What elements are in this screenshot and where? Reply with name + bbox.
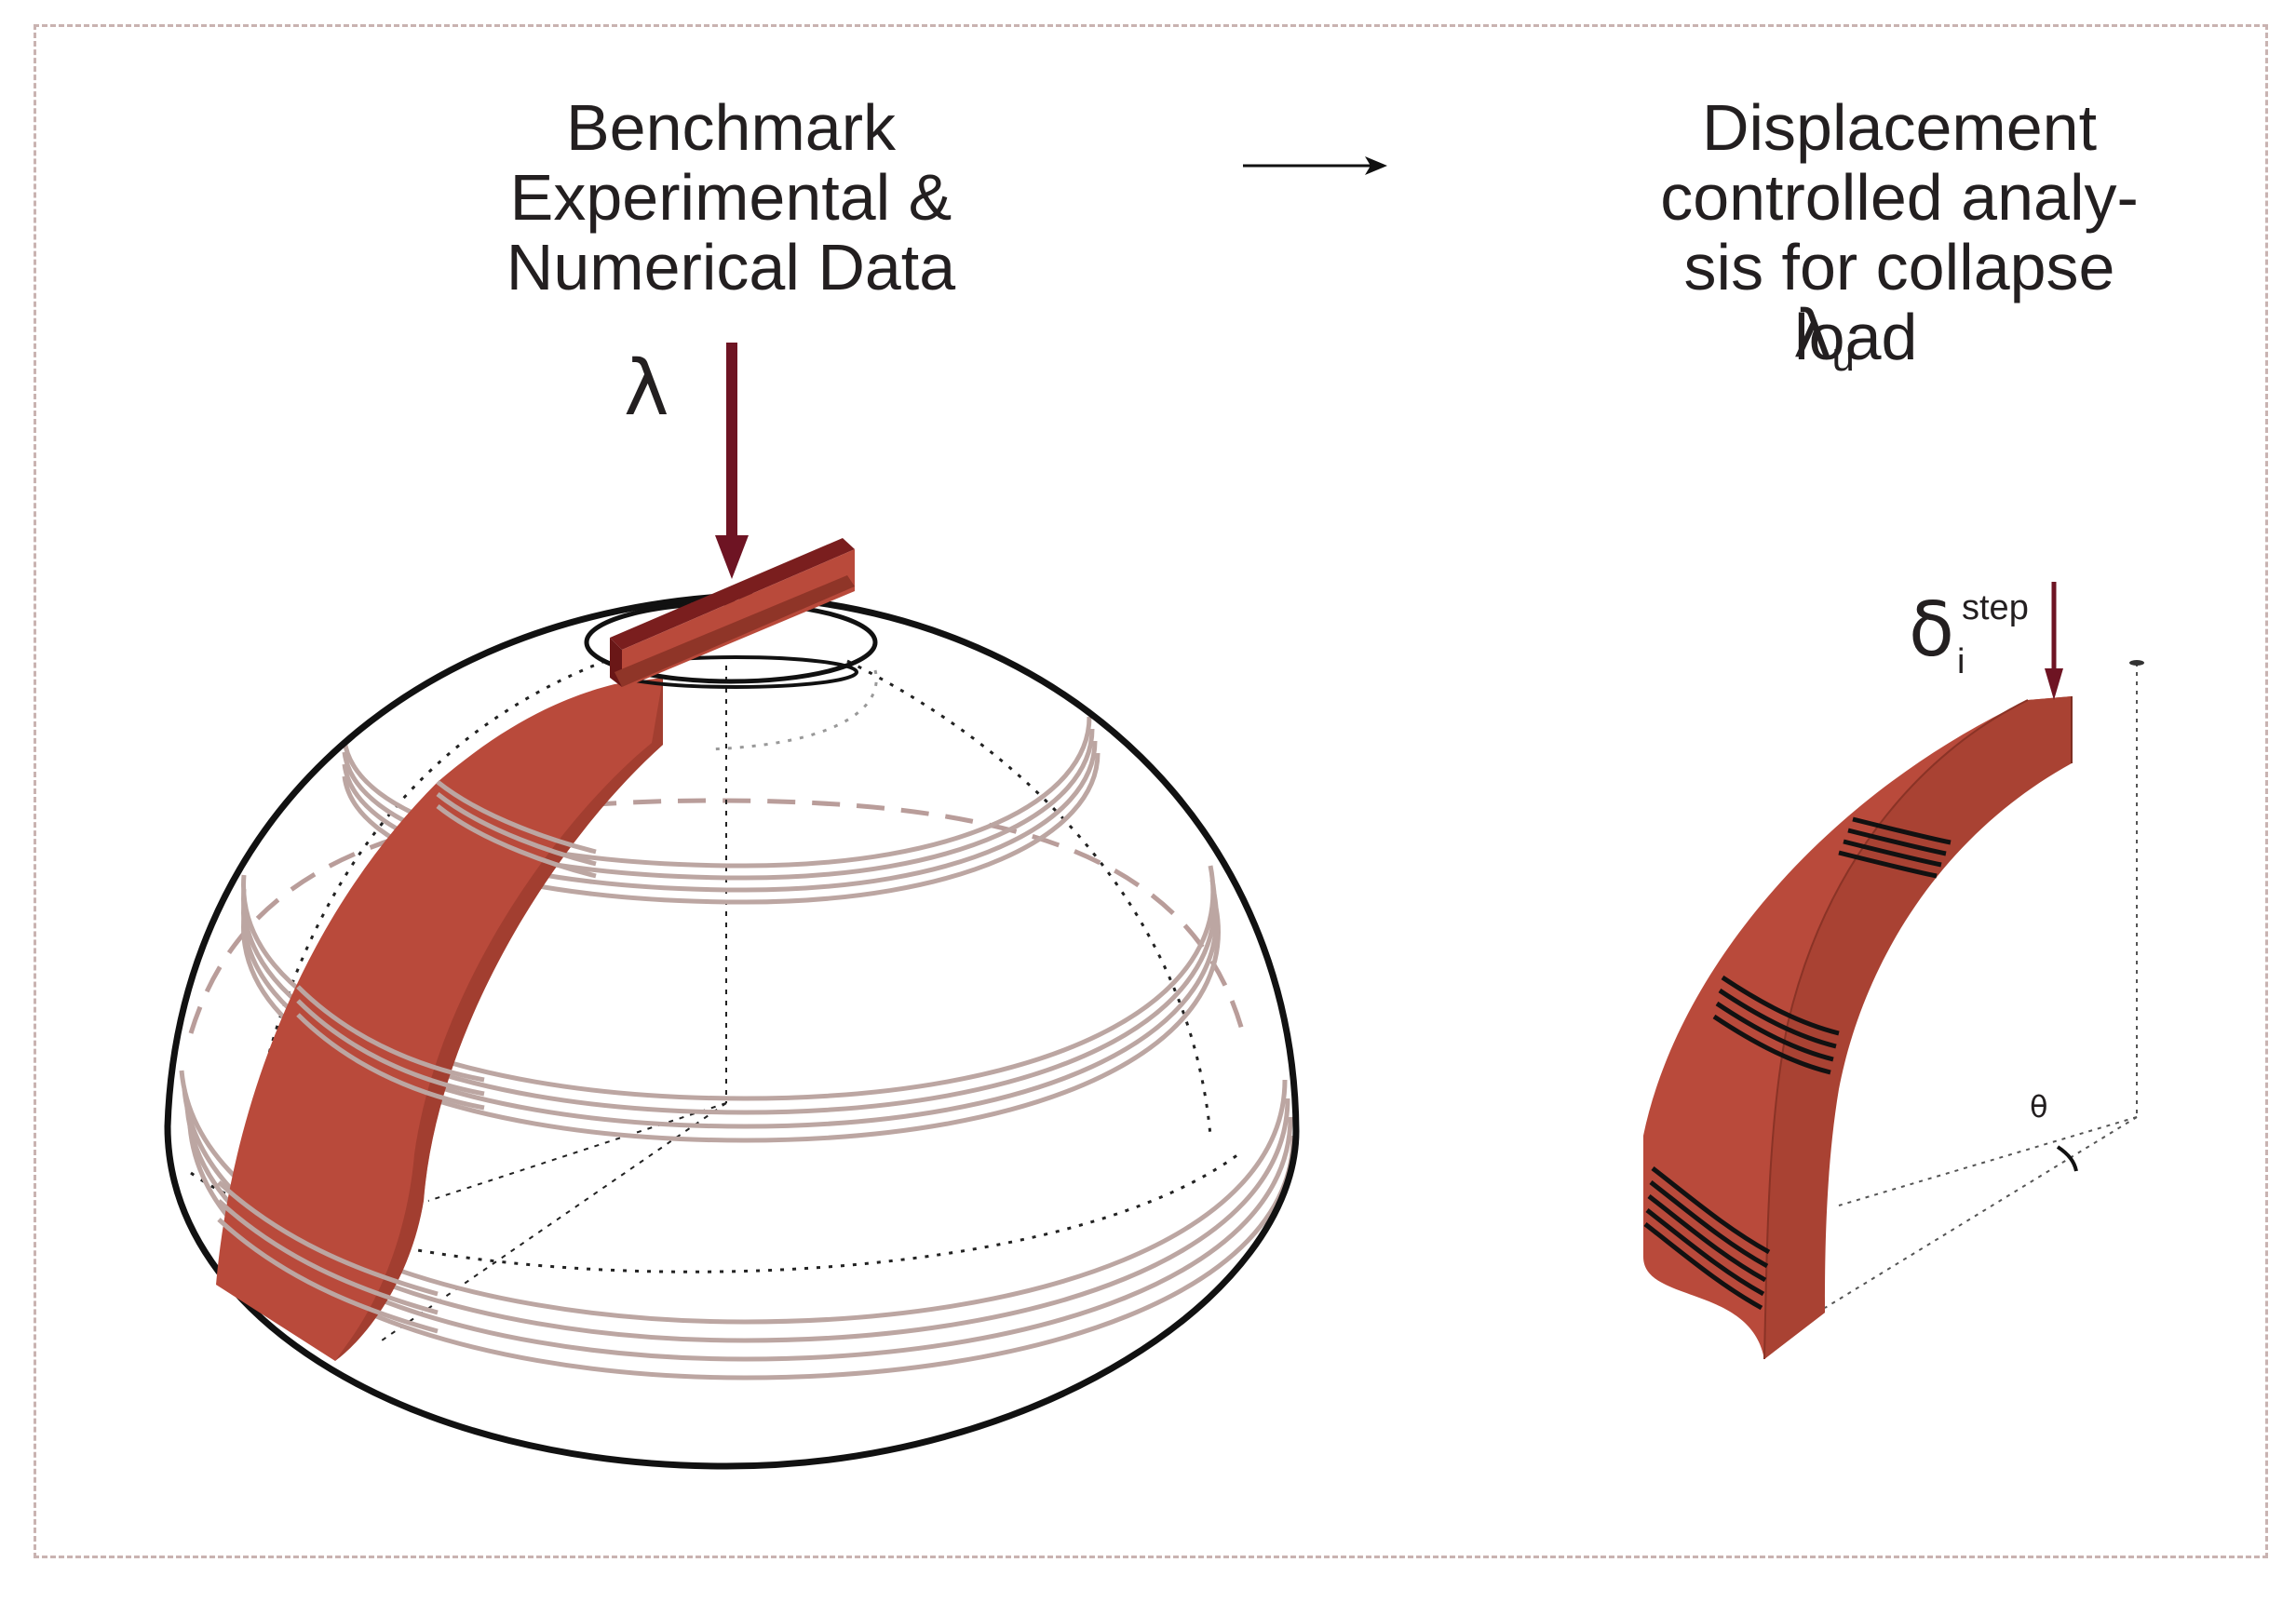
rib-bands-middle bbox=[1712, 975, 1840, 1075]
angle-arc bbox=[2056, 1145, 2078, 1172]
analysis-label-line-4-text: load bbox=[1794, 301, 1936, 373]
analysis-label-line-3: sis for collapse bbox=[1683, 231, 2115, 303]
displacement-arrow bbox=[2045, 582, 2063, 700]
load-arrow bbox=[715, 343, 749, 579]
process-arrow bbox=[1243, 156, 1387, 175]
rib-bands-top bbox=[1838, 816, 1952, 879]
analysis-label-line-2: controlled analy- bbox=[1660, 161, 2139, 234]
analysis-label-line-1: Displacement bbox=[1701, 91, 2098, 164]
displacement-delta-symbol: δ bbox=[1909, 586, 1954, 673]
i-beam bbox=[610, 538, 855, 689]
dome-meridian-left bbox=[236, 659, 606, 1220]
benchmark-label-line-2: Experimental & bbox=[509, 161, 952, 234]
dome bbox=[164, 343, 1300, 1470]
dome-meridian-back bbox=[707, 669, 878, 751]
load-lambda-symbol: λ bbox=[624, 344, 669, 433]
dome-inner-dashed-ring bbox=[188, 798, 1246, 1034]
displacement-subscript: i bbox=[1957, 642, 1965, 681]
dome-outline bbox=[164, 592, 1300, 1470]
rib-side-face bbox=[1764, 696, 2072, 1359]
figure-frame bbox=[34, 24, 2268, 1558]
analysis-label-line-4: load λu bbox=[1564, 303, 2235, 372]
angle-theta-symbol: θ bbox=[2030, 1089, 2048, 1125]
collapse-load-symbol: λu bbox=[1793, 296, 1855, 381]
displacement-analysis-label: Displacement controlled analy- sis for c… bbox=[1564, 93, 2235, 372]
displacement-superscript: step bbox=[1962, 588, 2029, 627]
benchmark-data-label: Benchmark Experimental & Numerical Data bbox=[410, 93, 1052, 303]
benchmark-label-line-1: Benchmark bbox=[565, 91, 897, 164]
rib-bands-bottom bbox=[1643, 1166, 1771, 1311]
single-rib bbox=[1643, 582, 2144, 1360]
benchmark-label-line-3: Numerical Data bbox=[506, 231, 956, 303]
dome-rib bbox=[216, 678, 663, 1361]
collapse-load-subscript: u bbox=[1831, 334, 1855, 380]
collapse-load-lambda: λ bbox=[1793, 296, 1832, 372]
dome-base-front-dotted bbox=[190, 1152, 1239, 1273]
